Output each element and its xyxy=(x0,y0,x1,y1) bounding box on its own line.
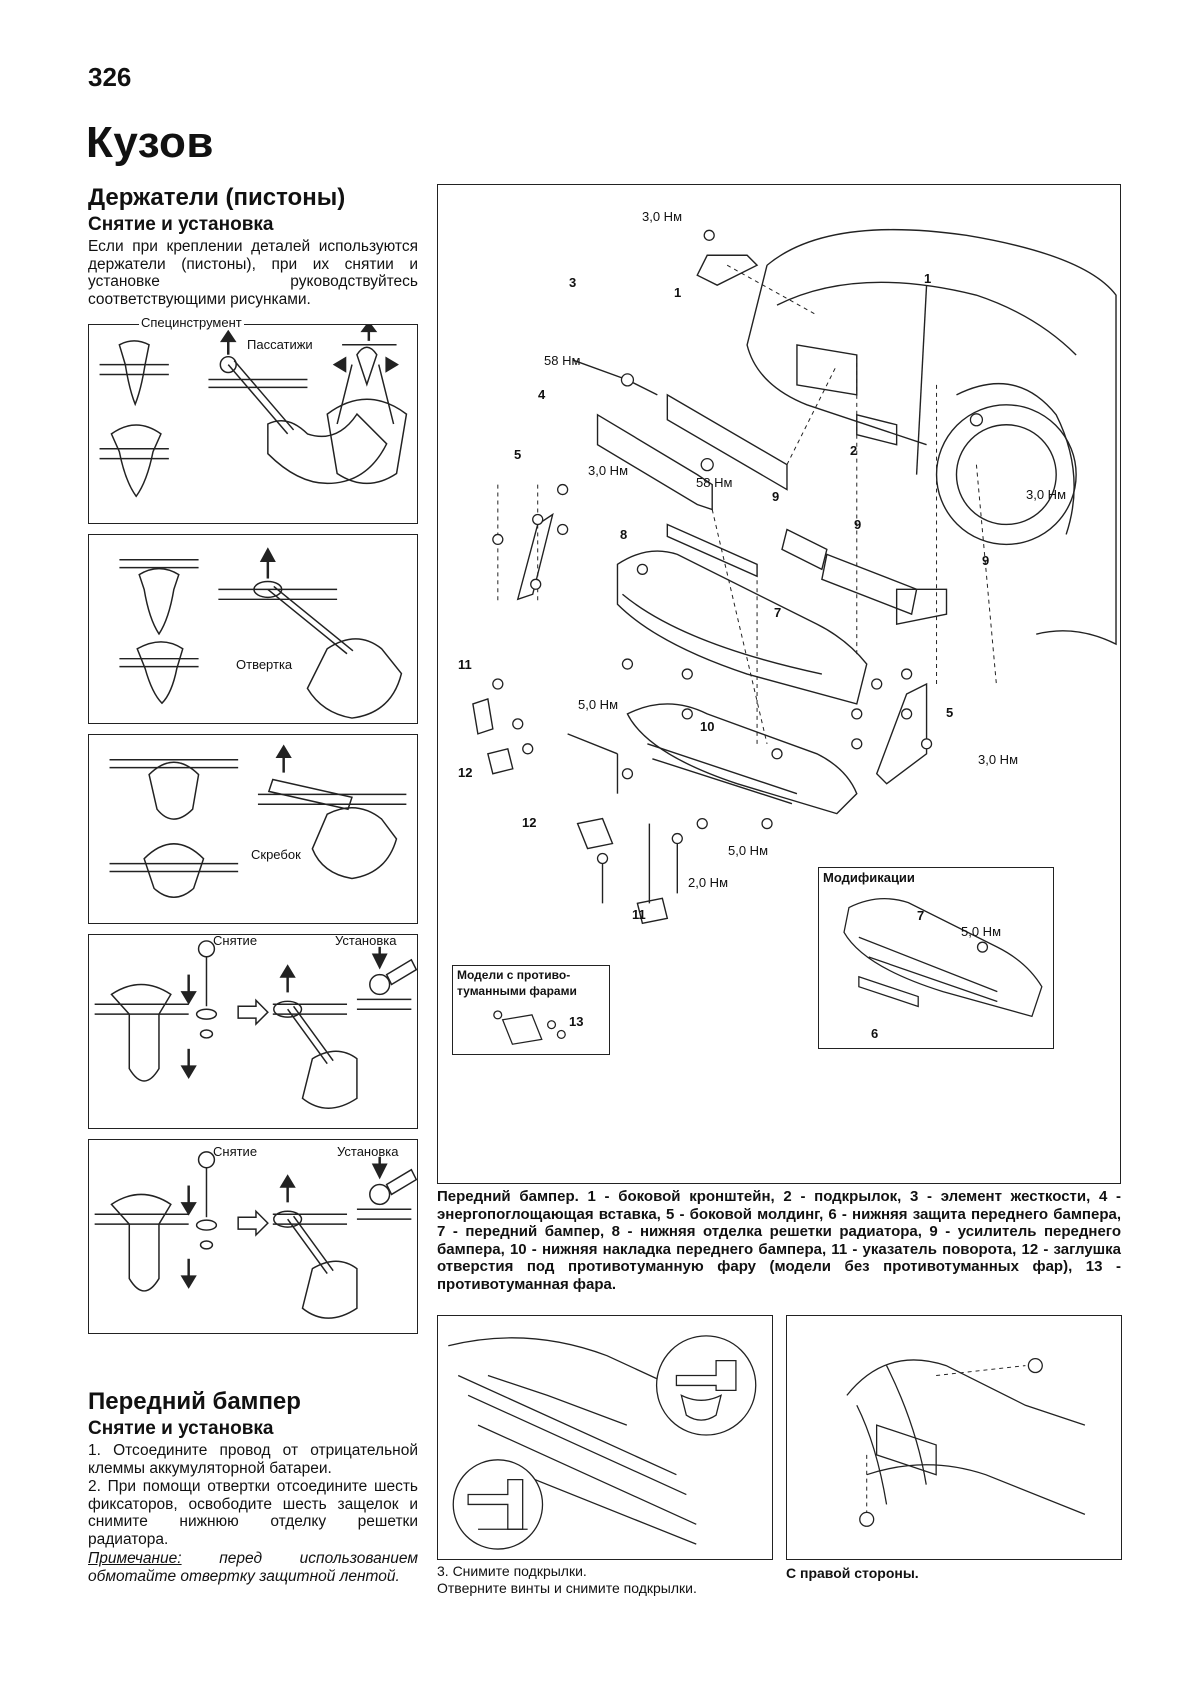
section-subtitle-front-bumper: Снятие и установка xyxy=(88,1418,274,1439)
fender-liner-caption: С правой стороны. xyxy=(786,1565,919,1581)
label-removal-1: Снятие xyxy=(213,933,258,948)
note-label: Примечание: xyxy=(88,1550,182,1567)
label-install-1: Установка xyxy=(335,933,397,948)
chapter-title: Кузов xyxy=(86,118,214,167)
bumper-step-2: 2. При помощи отвертки отсоедините шесть… xyxy=(88,1478,418,1548)
clip-removal-illustration-2 xyxy=(94,1151,417,1319)
part-number-1-left: 1 xyxy=(674,285,682,300)
part-number-10: 10 xyxy=(700,719,715,734)
part-number-9-a: 9 xyxy=(772,489,780,504)
clip-scraper-illustration xyxy=(109,744,407,899)
figure-fender-liner-removal xyxy=(786,1315,1122,1560)
fender-liner-illustration xyxy=(846,1358,1086,1527)
grille-trim-caption-1: 3. Снимите подкрылки. xyxy=(437,1563,587,1579)
inset-fog-light-models: Модели с противо- туманными фарами 13 xyxy=(452,965,610,1055)
torque-label-right: 3,0 Нм xyxy=(978,752,1019,767)
grille-trim-illustration xyxy=(448,1335,757,1550)
figure-clip-scraper: Скребок xyxy=(88,734,418,924)
part-number-5-left: 5 xyxy=(514,447,522,462)
inset-fog-title-line1: Модели с противо- xyxy=(457,968,571,982)
torque-label-fog: 2,0 Нм xyxy=(688,875,729,890)
part-number-11-left: 11 xyxy=(458,657,472,672)
clip-screwdriver-illustration xyxy=(119,547,403,719)
inset-fog-title-line2: туманными фарами xyxy=(457,984,577,998)
part-number-13: 13 xyxy=(569,1014,584,1029)
label-scraper: Скребок xyxy=(249,847,303,862)
label-pliers: Пассатижи xyxy=(245,337,315,352)
fog-light-illustration xyxy=(493,1010,566,1045)
part-number-12-bottom: 12 xyxy=(522,815,537,830)
part-number-11-bottom: 11 xyxy=(632,907,646,922)
clip-removal-illustration-1 xyxy=(94,940,417,1109)
grille-trim-caption-2: Отверните винты и снимите подкрылки. xyxy=(437,1580,697,1596)
part-number-7: 7 xyxy=(774,605,782,620)
torque-label-top: 3,0 Нм xyxy=(642,209,683,224)
inset-part-number-7: 7 xyxy=(917,908,925,923)
part-number-9-b: 9 xyxy=(854,517,862,532)
modification-bumper-illustration xyxy=(843,898,1043,1018)
inset-modifications-title: Модификации xyxy=(823,870,915,885)
part-number-1-right: 1 xyxy=(924,271,932,286)
part-number-4: 4 xyxy=(538,387,546,402)
page-number: 326 xyxy=(88,62,132,92)
part-number-3: 3 xyxy=(569,275,577,290)
label-install-2: Установка xyxy=(337,1144,399,1159)
part-number-2: 2 xyxy=(850,443,858,458)
section-title-front-bumper: Передний бампер xyxy=(88,1388,301,1415)
torque-label-lower: 5,0 Нм xyxy=(578,697,619,712)
part-number-8: 8 xyxy=(620,527,628,542)
inset-torque-label: 5,0 Нм xyxy=(961,924,1002,939)
torque-label-58-left: 58 Нм xyxy=(544,353,581,368)
torque-label-fender: 3,0 Нм xyxy=(1026,487,1067,502)
bumper-exploded-illustration xyxy=(472,228,1117,925)
label-special-tool: Специнструмент xyxy=(139,315,244,330)
figure-clip-tool: Специнструмент Пассатижи xyxy=(88,315,418,524)
bumper-note: Примечание: перед использованием обмотай… xyxy=(88,1550,418,1585)
front-bumper-exploded-diagram: 3,0 Нм 58 Нм 58 Нм 3,0 Нм 3,0 Нм 5,0 Нм … xyxy=(437,184,1121,1184)
bumper-step-1: 1. Отсоедините провод от отрицательной к… xyxy=(88,1442,418,1477)
holders-paragraph: Если при креплении деталей используются … xyxy=(88,238,418,308)
clip-tool-illustration xyxy=(99,325,408,498)
label-removal-2: Снятие xyxy=(213,1144,258,1159)
diagram-caption: Передний бампер. 1 - боковой кронштейн, … xyxy=(437,1188,1121,1293)
figure-clip-removal-install-2: Снятие Установка xyxy=(88,1139,418,1334)
torque-label-58-bottom: 58 Нм xyxy=(696,475,733,490)
section-subtitle-holders: Снятие и установка xyxy=(88,214,274,235)
inset-modifications: Модификации 7 5,0 Нм 6 xyxy=(818,867,1054,1049)
section-title-holders: Держатели (пистоны) xyxy=(88,184,346,211)
part-number-9-c: 9 xyxy=(982,553,990,568)
torque-label-cover: 5,0 Нм xyxy=(728,843,769,858)
inset-part-number-6: 6 xyxy=(871,1026,879,1041)
figure-grille-trim-removal xyxy=(437,1315,773,1560)
part-number-12-left: 12 xyxy=(458,765,473,780)
figure-clip-removal-install-1: Снятие Установка xyxy=(88,933,418,1129)
label-screwdriver: Отвертка xyxy=(234,657,295,672)
torque-label-molding: 3,0 Нм xyxy=(588,463,629,478)
figure-clip-screwdriver: Отвертка xyxy=(88,534,418,724)
note-text: перед использованием обмотайте отвертку … xyxy=(88,1550,418,1585)
part-number-5-right: 5 xyxy=(946,705,954,720)
